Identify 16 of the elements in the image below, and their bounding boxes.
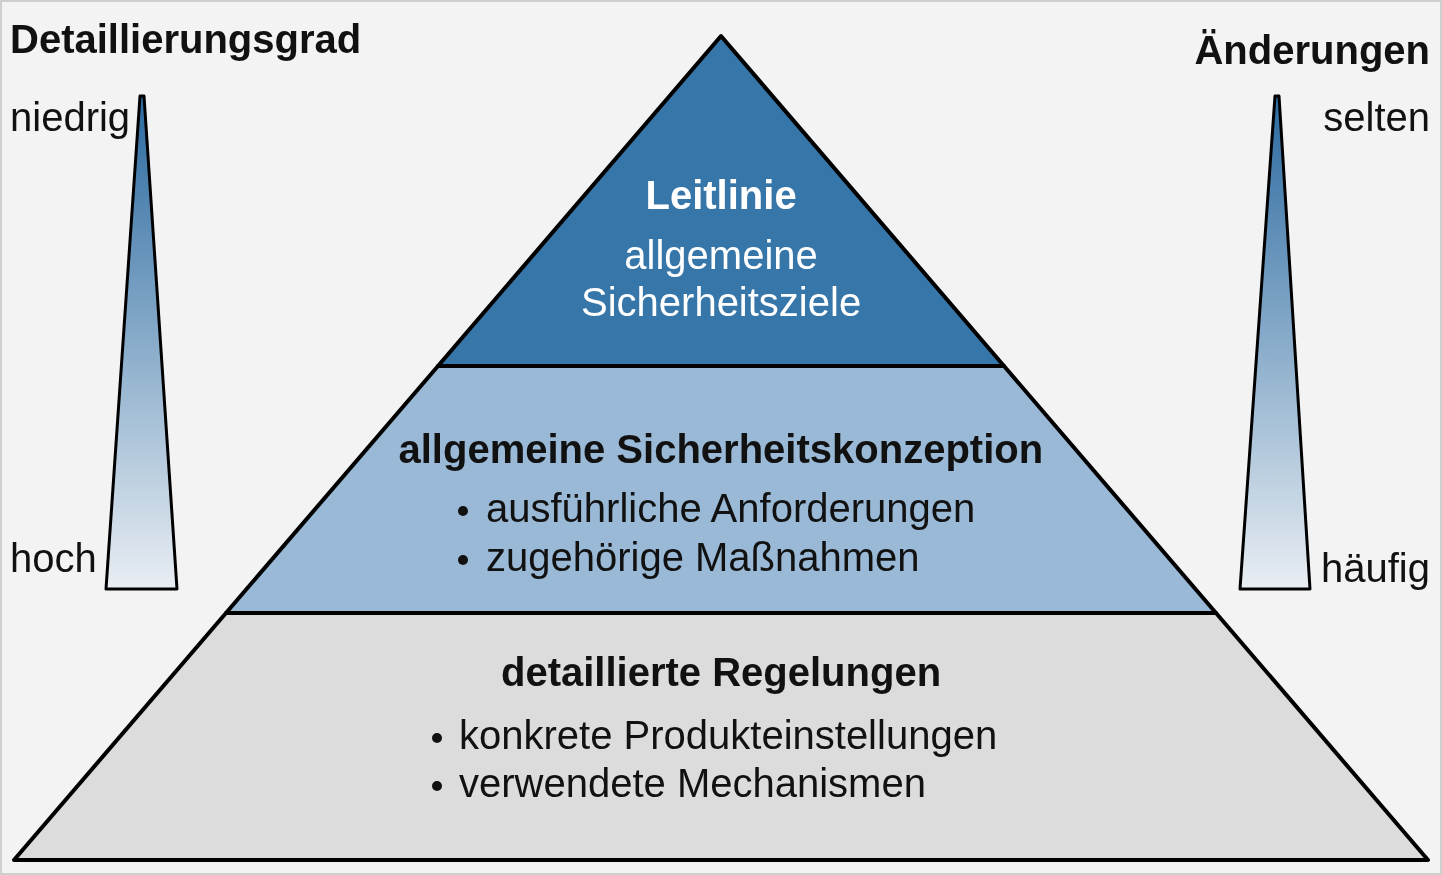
scale-label: selten xyxy=(1323,93,1430,141)
pyramid-base-tier xyxy=(11,610,1431,863)
scale-title: Änderungen xyxy=(1194,26,1430,74)
gradient-wedge xyxy=(1237,93,1313,592)
scale-label: hoch xyxy=(10,534,97,582)
list-item: zugehörige Maßnahmen xyxy=(486,533,920,581)
scale-title: Detaillierungsgrad xyxy=(10,15,362,63)
tier-description: allgemeine Sicherheitsziele xyxy=(581,232,862,326)
list-item: konkrete Produkteinstellungen xyxy=(459,711,998,759)
tier-heading: Leitlinie xyxy=(645,171,797,219)
tier-heading: detaillierte Regelungen xyxy=(501,648,942,696)
tier-heading: allgemeine Sicherheitskonzeption xyxy=(398,425,1044,473)
list-item: ausführliche Anforderungen xyxy=(486,484,976,532)
scale-label: häufig xyxy=(1321,544,1430,592)
list-item: verwendete Mechanismen xyxy=(459,759,926,807)
scale-label: niedrig xyxy=(10,93,131,141)
